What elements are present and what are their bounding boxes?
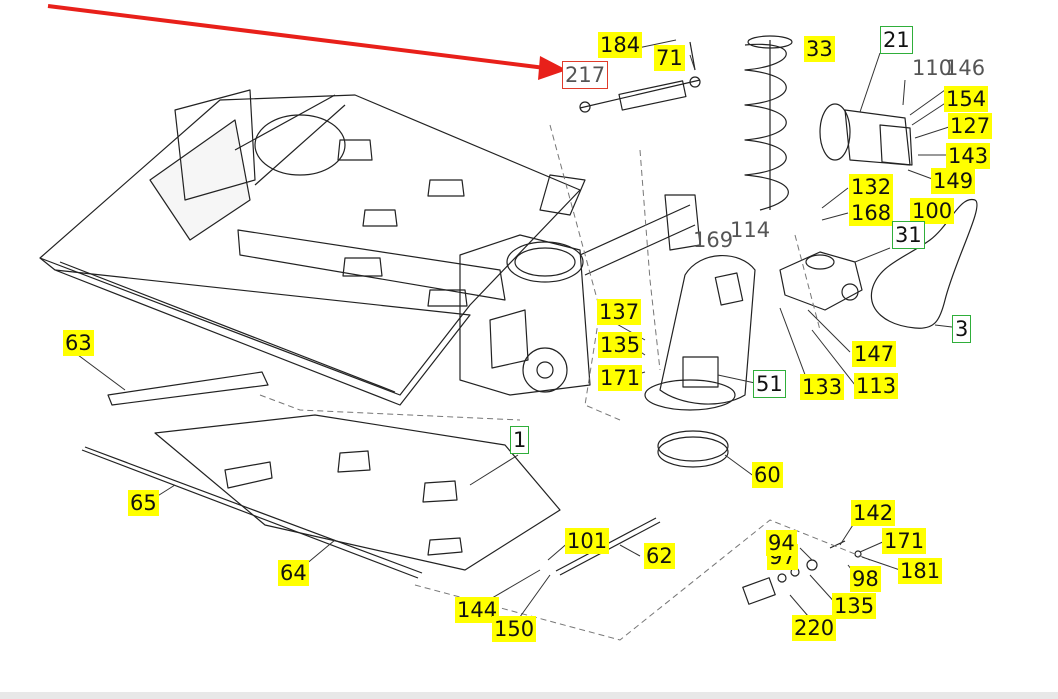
callout-label[interactable]: 31 bbox=[892, 221, 925, 249]
spout-51 bbox=[644, 255, 756, 411]
gearbox-21 bbox=[819, 103, 913, 166]
strip-65 bbox=[81, 446, 423, 579]
callout-label[interactable]: 101 bbox=[565, 528, 610, 554]
header-frame bbox=[39, 89, 586, 406]
callout-label[interactable]: 3 bbox=[952, 315, 972, 343]
callout-label[interactable]: 60 bbox=[752, 462, 783, 488]
callout-label[interactable]: 171 bbox=[598, 365, 643, 391]
callout-label[interactable]: 217 bbox=[562, 61, 609, 89]
ring-60 bbox=[657, 430, 729, 468]
callout-label[interactable]: 110 bbox=[912, 56, 953, 80]
callout-label[interactable]: 168 bbox=[849, 200, 894, 226]
callout-label[interactable]: 62 bbox=[644, 543, 675, 569]
callout-label[interactable]: 171 bbox=[882, 528, 927, 554]
gearbox-31 bbox=[779, 251, 863, 311]
callout-label[interactable]: 143 bbox=[946, 143, 991, 169]
callout-label[interactable]: 113 bbox=[854, 373, 899, 399]
callout-label[interactable]: 98 bbox=[850, 566, 881, 592]
callout-label[interactable]: 64 bbox=[278, 560, 309, 586]
floor-plate-1 bbox=[154, 414, 561, 571]
callout-label[interactable]: 71 bbox=[654, 45, 685, 71]
hydraulic-cylinder bbox=[579, 41, 701, 113]
callout-label[interactable]: 220 bbox=[792, 615, 837, 641]
callout-label[interactable]: 137 bbox=[597, 299, 642, 325]
bottom-bar bbox=[0, 692, 1058, 699]
callout-label[interactable]: 181 bbox=[898, 558, 943, 584]
strip-63 bbox=[107, 371, 269, 406]
callout-label[interactable]: 184 bbox=[598, 32, 643, 58]
center-frame bbox=[459, 194, 701, 396]
callout-label[interactable]: 154 bbox=[944, 86, 989, 112]
callout-label[interactable]: 142 bbox=[851, 500, 896, 526]
belt-3 bbox=[870, 198, 978, 329]
callout-label[interactable]: 100 bbox=[910, 198, 955, 224]
callout-label[interactable]: 132 bbox=[849, 174, 894, 200]
callout-label[interactable]: 147 bbox=[852, 341, 897, 367]
callout-label[interactable]: 21 bbox=[880, 26, 913, 54]
callout-label[interactable]: 33 bbox=[804, 36, 835, 62]
callout-label[interactable]: 133 bbox=[800, 374, 845, 400]
callout-label[interactable]: 65 bbox=[128, 490, 159, 516]
callout-label[interactable]: 144 bbox=[455, 597, 500, 623]
callout-label[interactable]: 135 bbox=[598, 332, 643, 358]
auger bbox=[744, 35, 793, 211]
callout-label[interactable]: 150 bbox=[492, 616, 537, 642]
callout-label[interactable]: 127 bbox=[948, 113, 993, 139]
callout-label[interactable]: 51 bbox=[753, 370, 786, 398]
callout-label[interactable]: 94 bbox=[766, 530, 797, 556]
callout-label[interactable]: 169 bbox=[693, 228, 734, 252]
callout-label[interactable]: 135 bbox=[832, 593, 877, 619]
callout-label[interactable]: 146 bbox=[945, 56, 986, 80]
callout-label[interactable]: 114 bbox=[730, 218, 771, 242]
pointer-arrow bbox=[47, 4, 567, 80]
callout-label[interactable]: 1 bbox=[510, 426, 530, 454]
callout-label[interactable]: 149 bbox=[931, 168, 976, 194]
callout-label[interactable]: 63 bbox=[63, 330, 94, 356]
